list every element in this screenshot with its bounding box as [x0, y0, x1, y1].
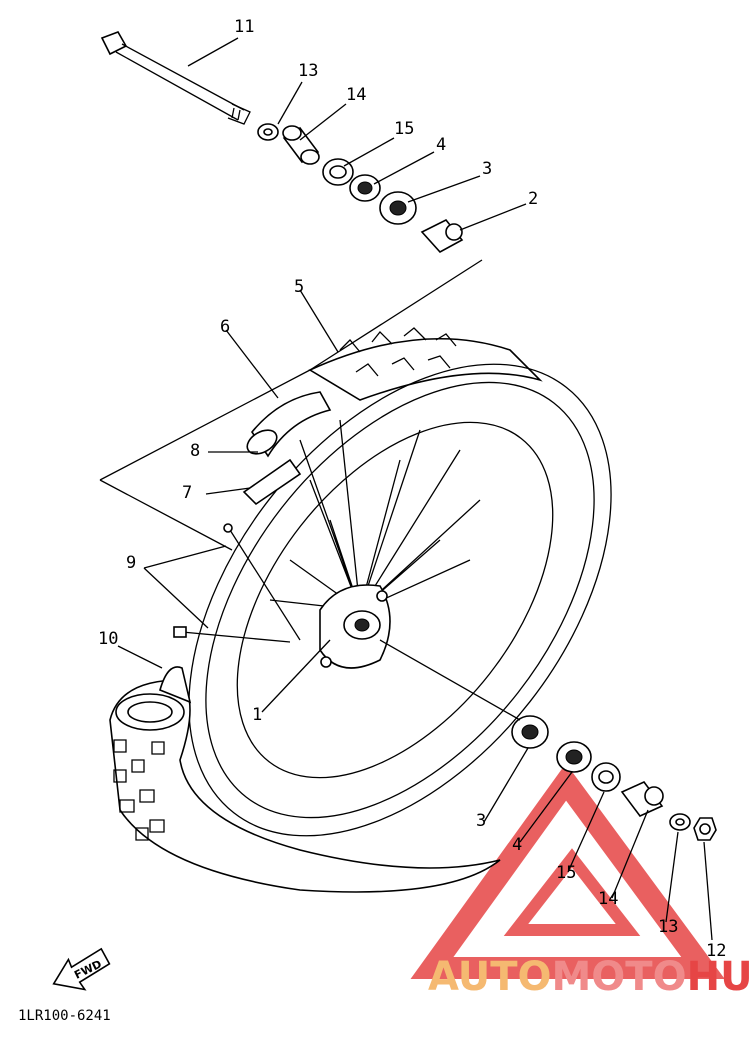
lower-hub-parts: [511, 715, 717, 841]
front-axle: [100, 31, 251, 125]
callout-9: 9: [126, 553, 136, 573]
callout-labels: 11 13 14 15 4 3 2 5 6 8 7 9 10 1 3 4 15 …: [98, 17, 726, 961]
callout-4-bottom: 4: [512, 835, 522, 855]
spoke-parts: [173, 523, 301, 643]
fwd-arrow-icon: FWD: [52, 947, 111, 991]
callout-14-top: 14: [346, 85, 366, 105]
callout-13-top: 13: [298, 61, 318, 81]
watermark-moto: MOTO: [552, 954, 687, 1000]
watermark-auto: AUTO: [428, 954, 552, 1000]
callout-1: 1: [252, 705, 262, 725]
callout-10: 10: [98, 629, 118, 649]
callout-4-top: 4: [436, 135, 446, 155]
watermark-logo-icon: [410, 763, 725, 979]
tube-and-rim-band: [242, 391, 332, 506]
hub-assembly: [319, 584, 391, 669]
callout-3-bottom: 3: [476, 811, 486, 831]
callout-2: 2: [528, 189, 538, 209]
callout-14-bottom: 14: [598, 889, 618, 909]
callout-7: 7: [182, 483, 192, 503]
tire-lower: [109, 666, 501, 893]
callout-15-bottom: 15: [556, 863, 576, 883]
wheel-spokes: [269, 419, 481, 611]
callout-8: 8: [190, 441, 200, 461]
wheel-rim: [188, 363, 612, 837]
leader-lines: [99, 37, 713, 941]
tire-upper: [308, 327, 543, 401]
watermark-text: AUTOMOTOHUB: [428, 954, 753, 1000]
watermark-hub: HUB: [687, 954, 753, 1000]
callout-5: 5: [294, 277, 304, 297]
callout-12: 12: [706, 941, 726, 961]
callout-11: 11: [234, 17, 254, 37]
callout-13-bottom: 13: [658, 917, 678, 937]
callout-3-top: 3: [482, 159, 492, 179]
upper-hub-parts: [257, 123, 464, 254]
callout-15-top: 15: [394, 119, 414, 139]
drawing-code: 1LR100-6241: [18, 1008, 111, 1024]
callout-6: 6: [220, 317, 230, 337]
